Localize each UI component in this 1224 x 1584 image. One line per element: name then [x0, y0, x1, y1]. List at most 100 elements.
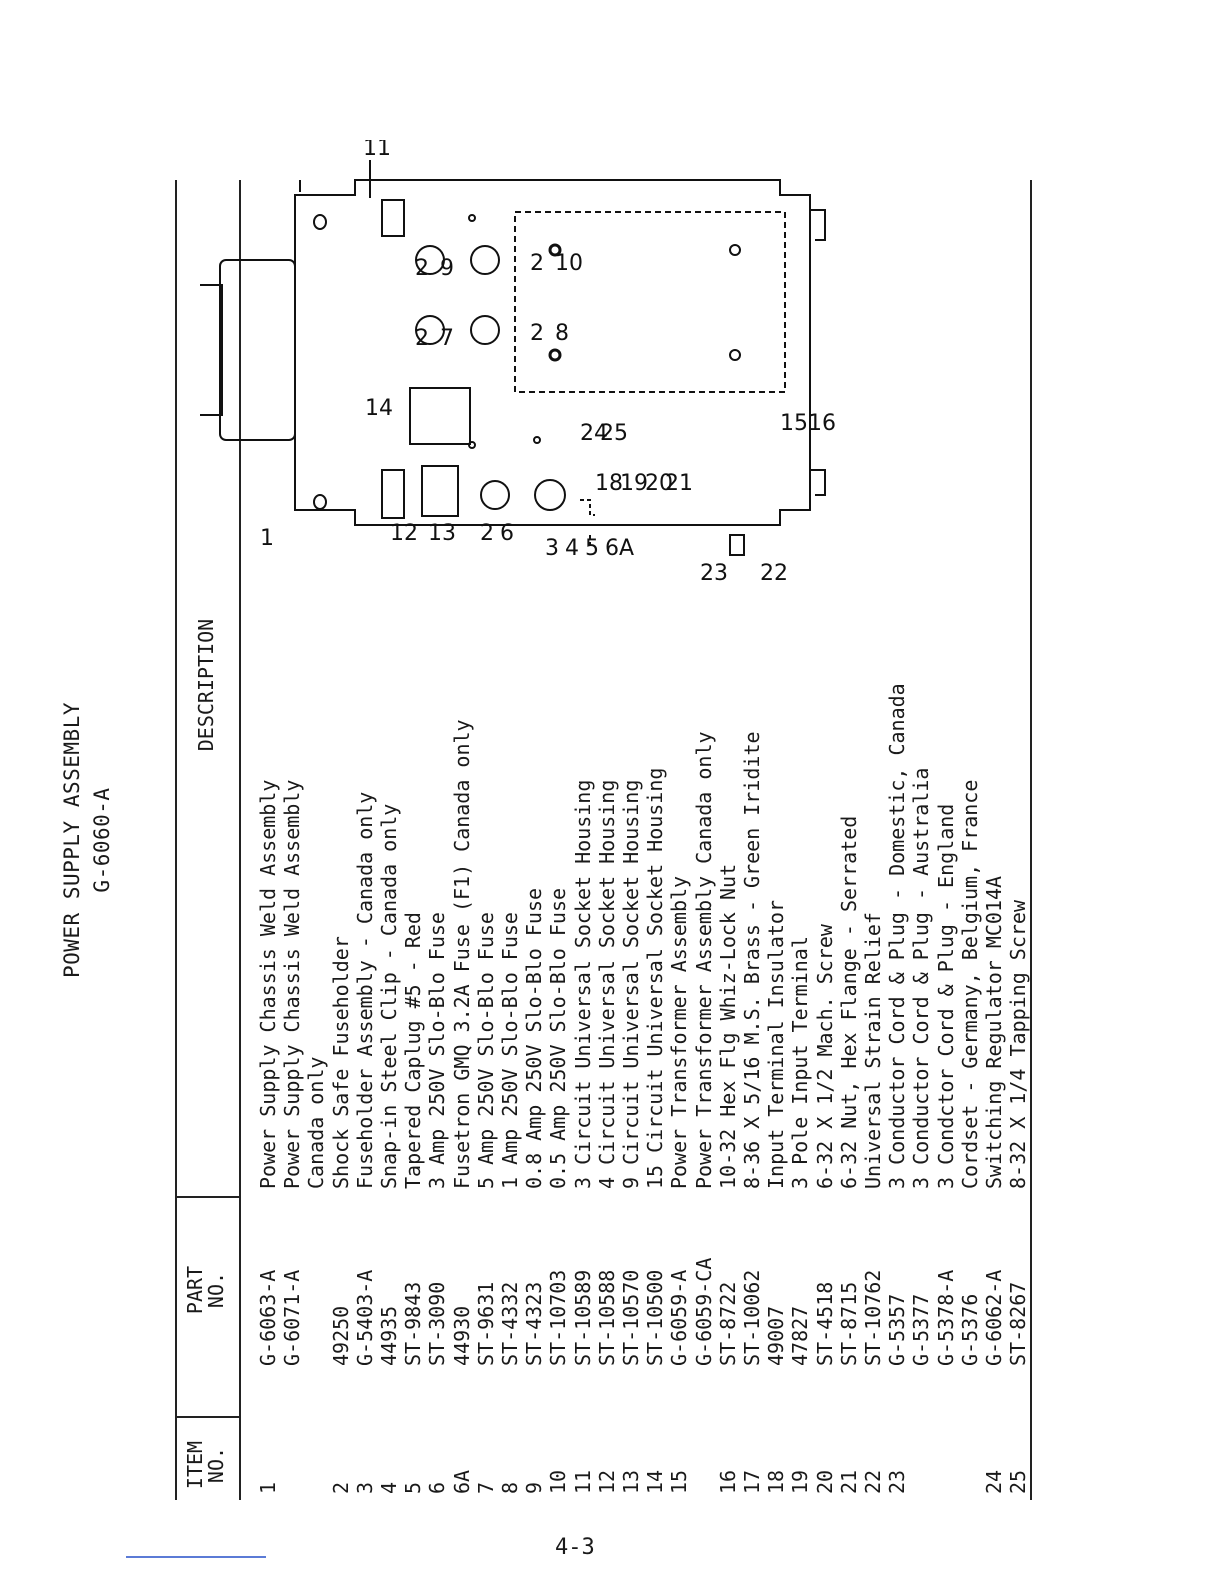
callout-2b: 2	[415, 326, 429, 351]
footer-rule	[126, 1556, 266, 1558]
transformer-core	[200, 284, 223, 416]
item-no: 11	[570, 1469, 595, 1494]
part-no: ST-8267	[1006, 1281, 1031, 1366]
callout-1: 1	[260, 526, 274, 551]
item-no: 12	[594, 1469, 619, 1494]
callout-24: 24	[580, 421, 608, 446]
callout-3: 3	[545, 536, 559, 561]
connector-14	[409, 387, 471, 445]
part-no: 49250	[328, 1305, 353, 1366]
description: 8-32 X 1/4 Tapping Screw	[1006, 900, 1031, 1189]
callout-21: 21	[665, 471, 693, 496]
part-no: G-5403-A	[352, 1269, 377, 1366]
item-no: 5	[401, 1481, 426, 1494]
reg-screw-2	[548, 348, 562, 362]
part-no: ST-10762	[861, 1269, 885, 1366]
document-title: POWER SUPPLY ASSEMBLY	[60, 702, 84, 979]
header-item: ITEM NO.	[183, 1430, 228, 1500]
item-no: 7	[473, 1481, 498, 1494]
table-top-rule	[175, 180, 177, 1500]
description: 3 Conductor Cord & Plug - Australia	[909, 767, 934, 1189]
callout-25: 25	[600, 421, 628, 446]
item-no: 9	[522, 1481, 547, 1494]
switching-regulator	[514, 211, 786, 393]
fuseholder-10	[470, 245, 500, 275]
part-no: ST-4518	[812, 1281, 837, 1366]
callout-2e: 2	[530, 251, 544, 276]
item-no: 6	[425, 1481, 450, 1494]
callout-12: 12	[390, 521, 418, 546]
part-no: G-5357	[885, 1293, 910, 1366]
item-no: 19	[788, 1469, 813, 1494]
item-no: 25	[1006, 1469, 1031, 1494]
item-no: 2	[328, 1481, 353, 1494]
header-part-line2: NO.	[204, 1271, 228, 1309]
callout-5: 5	[585, 536, 599, 561]
part-no: ST-10588	[594, 1269, 619, 1366]
callout-2d: 2	[415, 256, 429, 281]
part-no: G-5377	[909, 1293, 934, 1366]
callout-13: 13	[428, 521, 456, 546]
part-no: G-6071-A	[280, 1269, 305, 1366]
callout-10: 10	[555, 251, 583, 276]
callout-16: 16	[808, 411, 836, 436]
part-no: G-6059-CA	[691, 1257, 716, 1366]
reg-screw-3	[729, 244, 741, 256]
reg-screw-1	[548, 243, 562, 257]
callout-15: 15	[780, 411, 808, 436]
part-no: ST-9843	[401, 1281, 426, 1366]
part-no: 44935	[377, 1305, 401, 1366]
callout-14: 14	[365, 396, 393, 421]
item-no: 14	[643, 1469, 668, 1494]
page-number: 4-3	[555, 1535, 595, 1560]
right-ear-top	[810, 209, 826, 241]
description: Switching Regulator MC014A	[982, 875, 1006, 1189]
item-no: 13	[619, 1469, 643, 1494]
part-no: ST-9631	[473, 1281, 498, 1366]
item-no: 16	[715, 1469, 740, 1494]
header-divider-1	[175, 1416, 240, 1418]
part-no: G-6059-A	[667, 1269, 692, 1366]
part-no: G-6062-A	[982, 1269, 1006, 1366]
item-no: 3	[352, 1481, 377, 1494]
fuseholder-8	[470, 315, 500, 345]
fuseholder-6	[480, 480, 510, 510]
callout-2a: 2	[480, 521, 494, 546]
header-item-line2: NO.	[204, 1446, 228, 1484]
part-no: ST-8715	[836, 1281, 861, 1366]
fuseholder-3	[534, 479, 566, 511]
header-part: PART NO.	[183, 1200, 228, 1380]
reg-screw-4	[729, 349, 741, 361]
part-no: G-6063-A	[256, 1269, 280, 1366]
connector-12	[381, 469, 405, 519]
callout-23: 23	[700, 561, 728, 586]
item-no: 18	[764, 1469, 789, 1494]
part-no: ST-10703	[546, 1269, 571, 1366]
item-no: 22	[861, 1469, 885, 1494]
small-hole-1	[468, 214, 476, 222]
mount-hole-bottom	[313, 494, 327, 510]
connector-11	[381, 199, 405, 237]
part-no: G-5378-A	[933, 1269, 958, 1366]
item-no: 17	[740, 1469, 764, 1494]
callout-4: 4	[565, 536, 579, 561]
part-no: ST-8722	[715, 1281, 740, 1366]
callout-22: 22	[760, 561, 788, 586]
input-terminal	[580, 499, 595, 545]
item-no: 6A	[449, 1469, 474, 1494]
strain-relief	[729, 534, 745, 556]
part-no: ST-10500	[643, 1269, 668, 1366]
item-no: 10	[546, 1469, 571, 1494]
item-no: 23	[885, 1469, 910, 1494]
part-no: ST-4323	[522, 1281, 547, 1366]
small-hole-3	[533, 436, 541, 444]
callout-20: 20	[645, 471, 673, 496]
chassis-diagram: 11 1 2 9 2 7 2 10 2 8 14 15 16 24 25 12 …	[200, 140, 836, 586]
part-no: 44930	[449, 1305, 474, 1366]
item-no: 24	[982, 1469, 1006, 1494]
part-no: 49007	[764, 1305, 789, 1366]
header-item-line1: ITEM	[183, 1440, 207, 1490]
small-hole-2	[468, 441, 476, 449]
fuseholder-7	[415, 315, 445, 345]
mount-hole-top	[313, 214, 327, 230]
